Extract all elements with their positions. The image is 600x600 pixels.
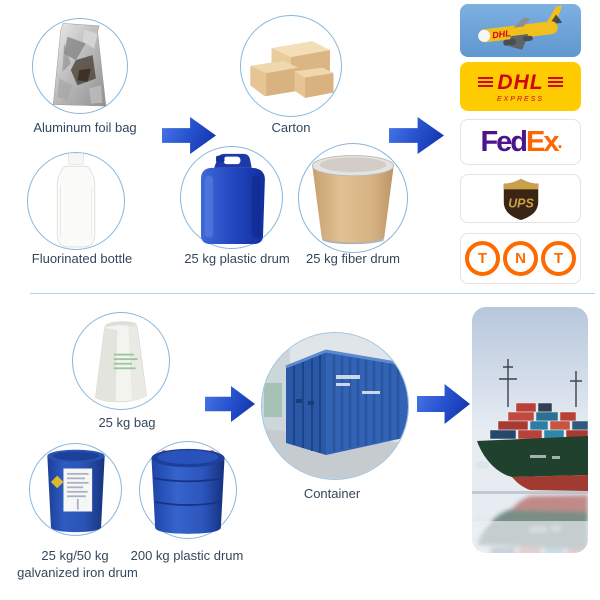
carton-icon [250, 41, 334, 98]
fedex-ex-text: Ex [526, 125, 560, 158]
fiber-drum-icon [311, 155, 395, 245]
plastic-drum-200-icon [151, 448, 225, 534]
fluorinated-bottle-icon [56, 152, 96, 248]
bag-25-icon [94, 321, 148, 403]
iron-drum-label-line1: 25 kg/50 kg [41, 548, 109, 563]
container-circle [261, 332, 409, 480]
tnt-letter: N [515, 250, 526, 267]
iron-drum-circle [29, 443, 122, 536]
tnt-letter-circle: T [541, 241, 576, 276]
iron-drum-icon [46, 449, 105, 532]
flow-arrow-icon [162, 117, 216, 154]
plastic-drum-200-circle [139, 441, 237, 539]
svg-text:DHL: DHL [492, 28, 512, 40]
dhl-cargo-plane-logo: DHL [460, 4, 581, 57]
bottle-label: Fluorinated bottle [31, 251, 133, 266]
container-ship-icon [472, 307, 588, 553]
carton-label: Carton [271, 120, 311, 135]
dhl-logo-text: DHL [497, 70, 544, 94]
dhl-express-logo: DHL EXPRESS [460, 62, 581, 111]
flow-arrow-icon [417, 384, 470, 424]
ups-shield-icon: UPS [503, 178, 538, 220]
tnt-letter-circle: N [503, 241, 538, 276]
carton-circle [240, 15, 342, 117]
foil-bag-label: Aluminum foil bag [33, 120, 137, 135]
plastic-drum-25-circle [180, 146, 283, 249]
plastic-drum-25-label: 25 kg plastic drum [184, 251, 290, 266]
tnt-logo: T N T [460, 233, 581, 284]
fedex-fed-text: Fed [480, 125, 528, 158]
fedex-dot: . [557, 131, 563, 152]
dhl-plane-icon: DHL [478, 5, 563, 50]
tnt-letter-circle: T [465, 241, 500, 276]
tnt-letter: T [553, 250, 564, 267]
dhl-express-text: EXPRESS [496, 95, 545, 103]
plastic-drum-200-label: 200 kg plastic drum [130, 548, 244, 563]
plastic-drum-25-icon [200, 153, 265, 244]
fiber-drum-circle [298, 143, 408, 253]
section-divider [30, 293, 595, 294]
container-label: Container [303, 486, 361, 501]
bag-25-circle [72, 312, 170, 410]
container-icon [262, 333, 408, 479]
bottle-circle [27, 152, 125, 250]
svg-text:UPS: UPS [508, 196, 534, 210]
fiber-drum-label: 25 kg fiber drum [306, 251, 400, 266]
ups-logo: UPS [460, 174, 581, 223]
bag-25-label: 25 kg bag [98, 415, 156, 430]
dhl-stripes-icon [547, 77, 563, 88]
flow-arrow-icon [205, 386, 255, 422]
iron-drum-label-line2: galvanized iron drum [17, 565, 138, 580]
foil-bag-circle [32, 18, 128, 114]
tnt-letter: T [477, 250, 488, 267]
flow-arrow-icon [389, 117, 444, 154]
aluminum-foil-bag-icon [52, 23, 107, 107]
container-ship-photo [472, 307, 588, 553]
dhl-stripes-icon [478, 77, 494, 88]
